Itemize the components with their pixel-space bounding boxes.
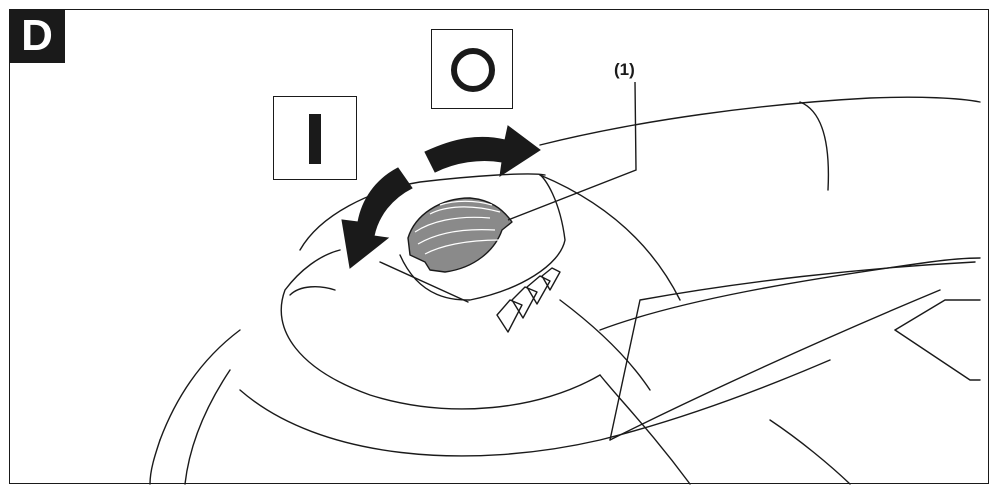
callout-leader-line — [507, 81, 637, 221]
vent-slot-4 — [541, 267, 561, 291]
side-outline-1 — [159, 329, 241, 441]
vent-slot-3 — [526, 275, 551, 305]
head-small-curve — [289, 286, 336, 296]
arrow-to-off — [424, 125, 541, 178]
rear-grip-top — [894, 299, 981, 331]
body-upper-ridge — [799, 101, 830, 191]
body-front-curve — [299, 173, 546, 251]
side-panel-outline — [609, 261, 976, 441]
vent-slot-2 — [511, 286, 538, 319]
switch-knob — [407, 197, 513, 273]
front-lower-curve — [184, 369, 231, 485]
off-symbol-box — [431, 29, 513, 109]
rear-base-line — [769, 419, 851, 485]
figure-frame — [9, 9, 989, 484]
body-lower-sweep — [239, 359, 831, 457]
on-symbol-box — [273, 96, 357, 180]
side-outline-2 — [149, 439, 161, 485]
switch-housing-base — [379, 261, 469, 303]
side-panel-upper — [599, 257, 981, 331]
vent-slot-1 — [496, 299, 523, 333]
arrow-to-on — [341, 167, 413, 269]
side-panel-inner — [609, 289, 941, 441]
on-symbol-icon — [309, 114, 321, 164]
switch-housing — [399, 174, 566, 301]
front-nose-outline — [280, 249, 601, 410]
body-top-outline — [539, 96, 981, 146]
rear-grip-bottom — [894, 329, 981, 381]
rear-contour — [599, 374, 691, 485]
off-symbol-icon — [451, 48, 495, 92]
figure-badge: D — [9, 9, 65, 63]
rear-contour-2 — [559, 299, 651, 391]
callout-label: (1) — [614, 60, 635, 79]
body-side-contour — [539, 174, 681, 301]
